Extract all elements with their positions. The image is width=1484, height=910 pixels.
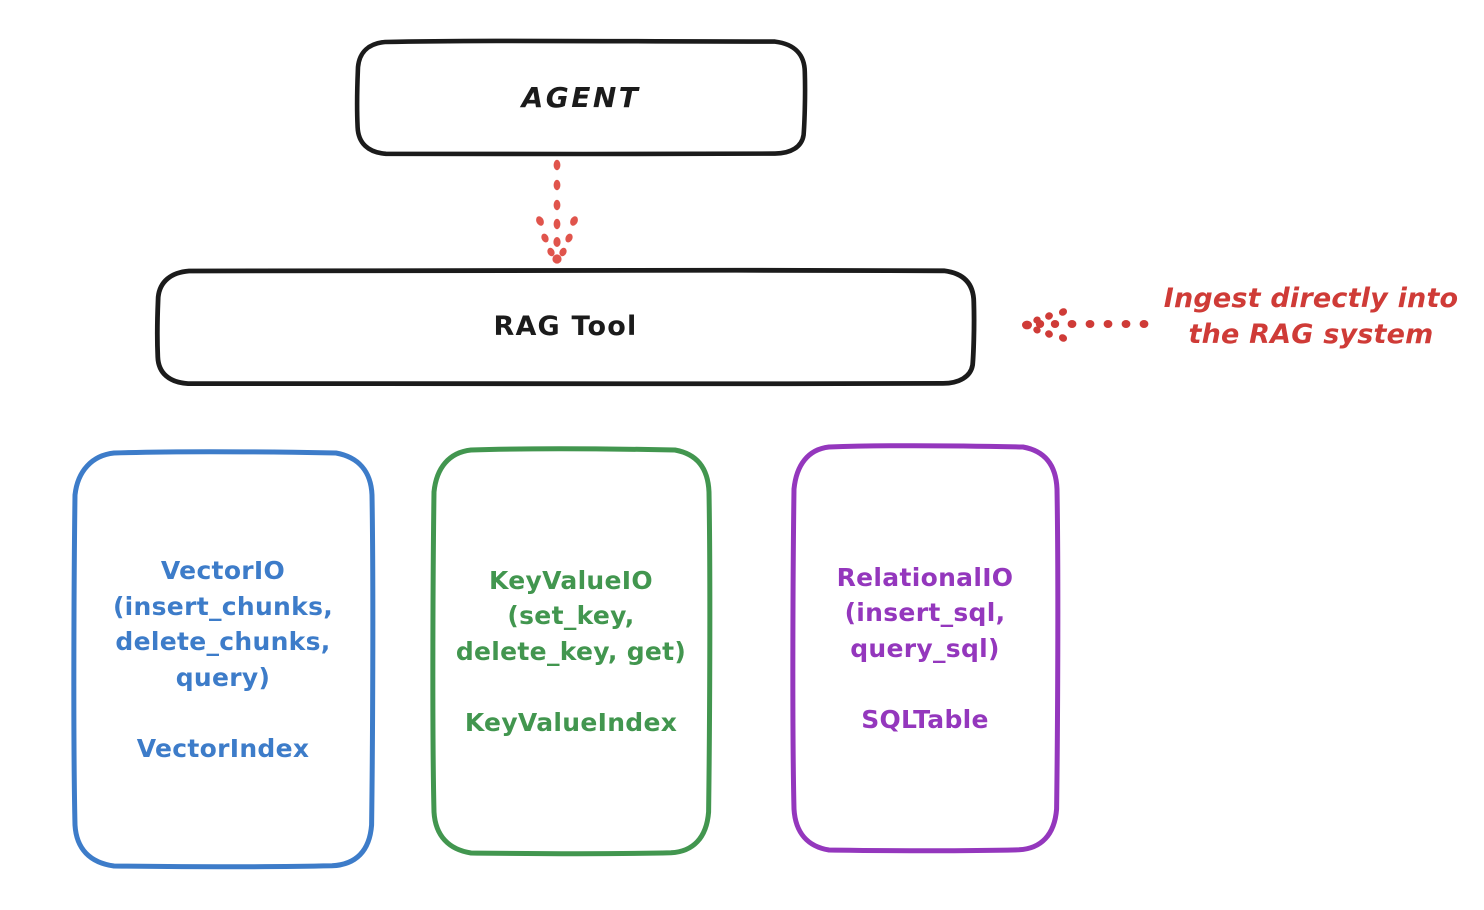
relational-io-node[interactable]: RelationalIO (insert_sql, query_sql) SQL…: [789, 443, 1061, 854]
agent-node-label: AGENT: [521, 80, 641, 114]
vector-io-node-label: VectorIO (insert_chunks, delete_chunks, …: [112, 556, 334, 763]
rag-tool-node[interactable]: RAG Tool: [154, 267, 977, 387]
agent-to-rag-arrow-glyph: [536, 159, 578, 264]
ingest-annotation-label: Ingest directly into the RAG system: [1163, 283, 1459, 351]
ingest-arrow-glyph: [1022, 308, 1149, 342]
agent-to-rag-arrow: [512, 159, 608, 272]
vector-io-node[interactable]: VectorIO (insert_chunks, delete_chunks, …: [70, 449, 376, 870]
key-value-io-node-label: KeyValueIO (set_key, delete_key, get) Ke…: [455, 565, 687, 737]
ingest-arrow: [1022, 300, 1149, 348]
agent-node[interactable]: AGENT: [354, 38, 808, 157]
relational-io-node-label: RelationalIO (insert_sql, query_sql) SQL…: [836, 562, 1014, 734]
key-value-io-node[interactable]: KeyValueIO (set_key, delete_key, get) Ke…: [429, 446, 713, 857]
rag-tool-node-label: RAG Tool: [493, 310, 638, 342]
